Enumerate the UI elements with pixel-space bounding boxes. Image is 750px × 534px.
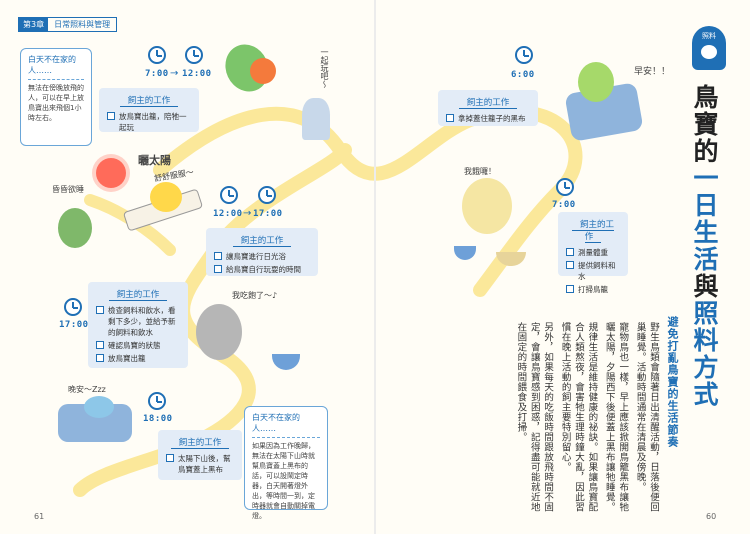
speech-play-together: 一起玩吧～ [320, 48, 329, 88]
time-label: 7:00 [145, 69, 169, 79]
food-bowl-illustration [272, 354, 300, 370]
task-item: 放鳥寶出籠 [96, 353, 180, 364]
care-tag-bird-icon: 照料 [692, 26, 726, 70]
arrow-right-icon: → [243, 208, 252, 219]
task-item: 檢查飼料和飲水，看剩下多少，並給予新的飼料和飲水 [96, 305, 180, 338]
task-box-title: 飼主的工作 [170, 438, 230, 449]
time-label: 18:00 [143, 414, 173, 424]
speech-goodnight: 晚安～Zzz [68, 385, 106, 394]
title-highlight: 一日生活 [690, 165, 719, 273]
body-text: 野生鳥類會隨著日出清醒活動，日落後便回巢睡覺。活動時間通常在清晨及傍晚。 寵物鳥… [464, 322, 660, 512]
task-box-title: 飼主的工作 [232, 236, 292, 247]
chapter-number: 第3章 [19, 18, 49, 31]
checkbox-icon [96, 341, 104, 349]
checkbox-icon [214, 252, 222, 260]
speech-full: 我吃飽了～♪ [232, 291, 278, 300]
task-item: 放鳥寶出籠，陪牠一起玩 [107, 111, 191, 133]
checkbox-icon [166, 454, 174, 462]
checkbox-icon [107, 112, 115, 120]
page-number-right: 60 [706, 512, 717, 521]
paragraph: 規律生活是維持健康的祕訣。如果讓鳥寶配合人類熬夜，會害牠生理時鐘大亂，因此習慣在… [559, 322, 598, 512]
speech-sleepy: 昏昏欲睡 [52, 185, 84, 194]
speech-comfy: 舒舒服服～ [153, 167, 195, 184]
checkbox-icon [446, 114, 454, 122]
speech-good-morning: 早安！！ [634, 67, 671, 77]
time-label: 12:00 [182, 69, 212, 79]
time-label: 17:00 [253, 209, 283, 219]
arrow-right-icon: → [170, 68, 179, 79]
task-item: 給鳥寶自行玩耍的時間 [214, 264, 310, 275]
paragraph: 另外，如果每天的吃飯時間跟放飛時間不固定，會讓鳥寶感到困惑，記得盡可能就近地在固… [515, 322, 554, 512]
owner-task-box-morning: 飼主的工作 放鳥寶出籠，陪牠一起玩 [99, 88, 199, 132]
note-body: 如果因為工作晚歸，無法在太陽下山時就幫鳥寶蓋上黑布的話，可以設鬧定時器，白天開著… [252, 442, 315, 520]
page-gutter [374, 0, 376, 534]
clock-icon [64, 298, 82, 316]
time-label: 6:00 [511, 70, 535, 80]
checkbox-icon [96, 354, 104, 362]
page-number-left: 61 [34, 512, 45, 521]
water-bowl-illustration [454, 246, 476, 260]
owner-task-box-breakfast: 飼主的工作 測量體重 提供飼料和水 打掃鳥籠 [558, 212, 628, 294]
owner-person-illustration [302, 98, 330, 140]
speech-sunbath: 曬太陽 [138, 154, 171, 167]
task-item: 讓鳥寶進行日光浴 [214, 251, 310, 262]
chapter-tag: 第3章 日常照料與管理 [18, 17, 118, 32]
owner-task-box-evening: 飼主的工作 檢查飼料和飲水，看剩下多少，並給予新的飼料和飲水 確認鳥寶的狀態 放… [88, 282, 188, 368]
checkbox-icon [566, 261, 574, 269]
note-not-home-morning: 白天不在家的人…… 無法在傍晚放飛的人，可以在早上放鳥寶出來飛個1小時左右。 [20, 48, 92, 146]
owner-task-box-midday: 飼主的工作 讓鳥寶進行日光浴 給鳥寶自行玩耍的時間 [206, 228, 318, 276]
sleeping-bird-illustration [84, 396, 114, 418]
clock-icon [220, 186, 238, 204]
paragraph: 野生鳥類會隨著日出清醒活動，日落後便回巢睡覺。活動時間通常在清晨及傍晚。 [634, 322, 659, 512]
cockatiel-sunbathing-illustration [150, 182, 182, 212]
task-item: 打掃鳥籠 [566, 284, 620, 295]
clock-icon [556, 178, 574, 196]
grey-cockatiel-illustration [196, 304, 242, 360]
owner-task-box-early-morning: 飼主的工作 拿掉蓋住籠子的黑布 [438, 90, 538, 126]
parakeet-drowsy-illustration [58, 208, 92, 248]
checkbox-icon [214, 265, 222, 273]
title-highlight: 照料方式 [690, 300, 719, 408]
sun-icon [96, 158, 126, 188]
page-subtitle: 避免打亂鳥寶的生活節奏 [666, 316, 679, 448]
checkbox-icon [566, 248, 574, 256]
clock-icon [148, 392, 166, 410]
checkbox-icon [566, 285, 574, 293]
clock-icon [185, 46, 203, 64]
page-title: 鳥寶的一日生活與照料方式 [688, 84, 720, 408]
waking-bird-illustration [578, 62, 614, 102]
task-item: 拿掉蓋住籠子的黑布 [446, 113, 530, 124]
care-tag-label: 照料 [702, 32, 716, 40]
note-body: 無法在傍晚放飛的人，可以在早上放鳥寶出來飛個1小時左右。 [28, 84, 84, 122]
food-bowl-illustration [496, 252, 526, 266]
chapter-title: 日常照料與管理 [54, 20, 111, 29]
note-heading: 白天不在家的人…… [28, 54, 84, 80]
checkbox-icon [96, 306, 104, 314]
task-box-title: 飼主的工作 [571, 220, 614, 243]
clock-icon [515, 46, 533, 64]
clock-icon [148, 46, 166, 64]
bird-face-icon [701, 45, 717, 59]
task-item: 測量體重 [566, 247, 620, 258]
task-box-title: 飼主的工作 [458, 98, 518, 109]
task-item: 太陽下山後，幫鳥寶蓋上黑布 [166, 453, 234, 475]
note-not-home-night: 白天不在家的人…… 如果因為工作晚歸，無法在太陽下山時就幫鳥寶蓋上黑布的話，可以… [244, 406, 328, 520]
owner-task-box-night: 飼主的工作 太陽下山後，幫鳥寶蓋上黑布 [158, 430, 242, 480]
time-label: 17:00 [59, 320, 89, 330]
task-item: 確認鳥寶的狀態 [96, 340, 180, 351]
title-part: 與 [690, 273, 719, 300]
note-heading: 白天不在家的人…… [252, 412, 320, 438]
lovebird-head-illustration [250, 58, 276, 84]
speech-hungry: 我餓囉！ [464, 167, 496, 176]
task-box-title: 飼主的工作 [119, 96, 179, 107]
title-part: 鳥寶的 [690, 84, 719, 165]
time-label: 12:00 [213, 209, 243, 219]
task-box-title: 飼主的工作 [108, 290, 168, 301]
task-item: 提供飼料和水 [566, 260, 620, 282]
time-label: 7:00 [552, 200, 576, 210]
cockatiel-waiting-illustration [462, 178, 512, 234]
paragraph: 寵物鳥也一樣，早上應該掀開鳥籠黑布讓牠曬太陽，夕陽西下後便蓋上黑布讓牠睡覺。 [603, 322, 629, 512]
clock-icon [258, 186, 276, 204]
